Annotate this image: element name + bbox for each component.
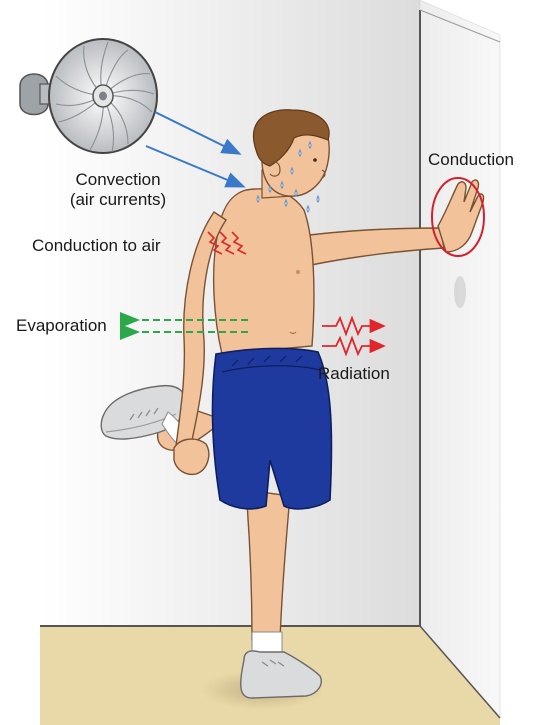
conduction-to-air-label: Conduction to air xyxy=(32,236,161,256)
radiation-label: Radiation xyxy=(318,364,390,384)
convection-label-line2: (air currents) xyxy=(58,190,178,210)
evaporation-label: Evaporation xyxy=(16,316,107,336)
side-wall xyxy=(420,0,500,718)
conduction-label: Conduction xyxy=(428,150,514,170)
convection-label-line1: Convection xyxy=(58,170,178,190)
convection-label: Convection (air currents) xyxy=(58,170,178,210)
